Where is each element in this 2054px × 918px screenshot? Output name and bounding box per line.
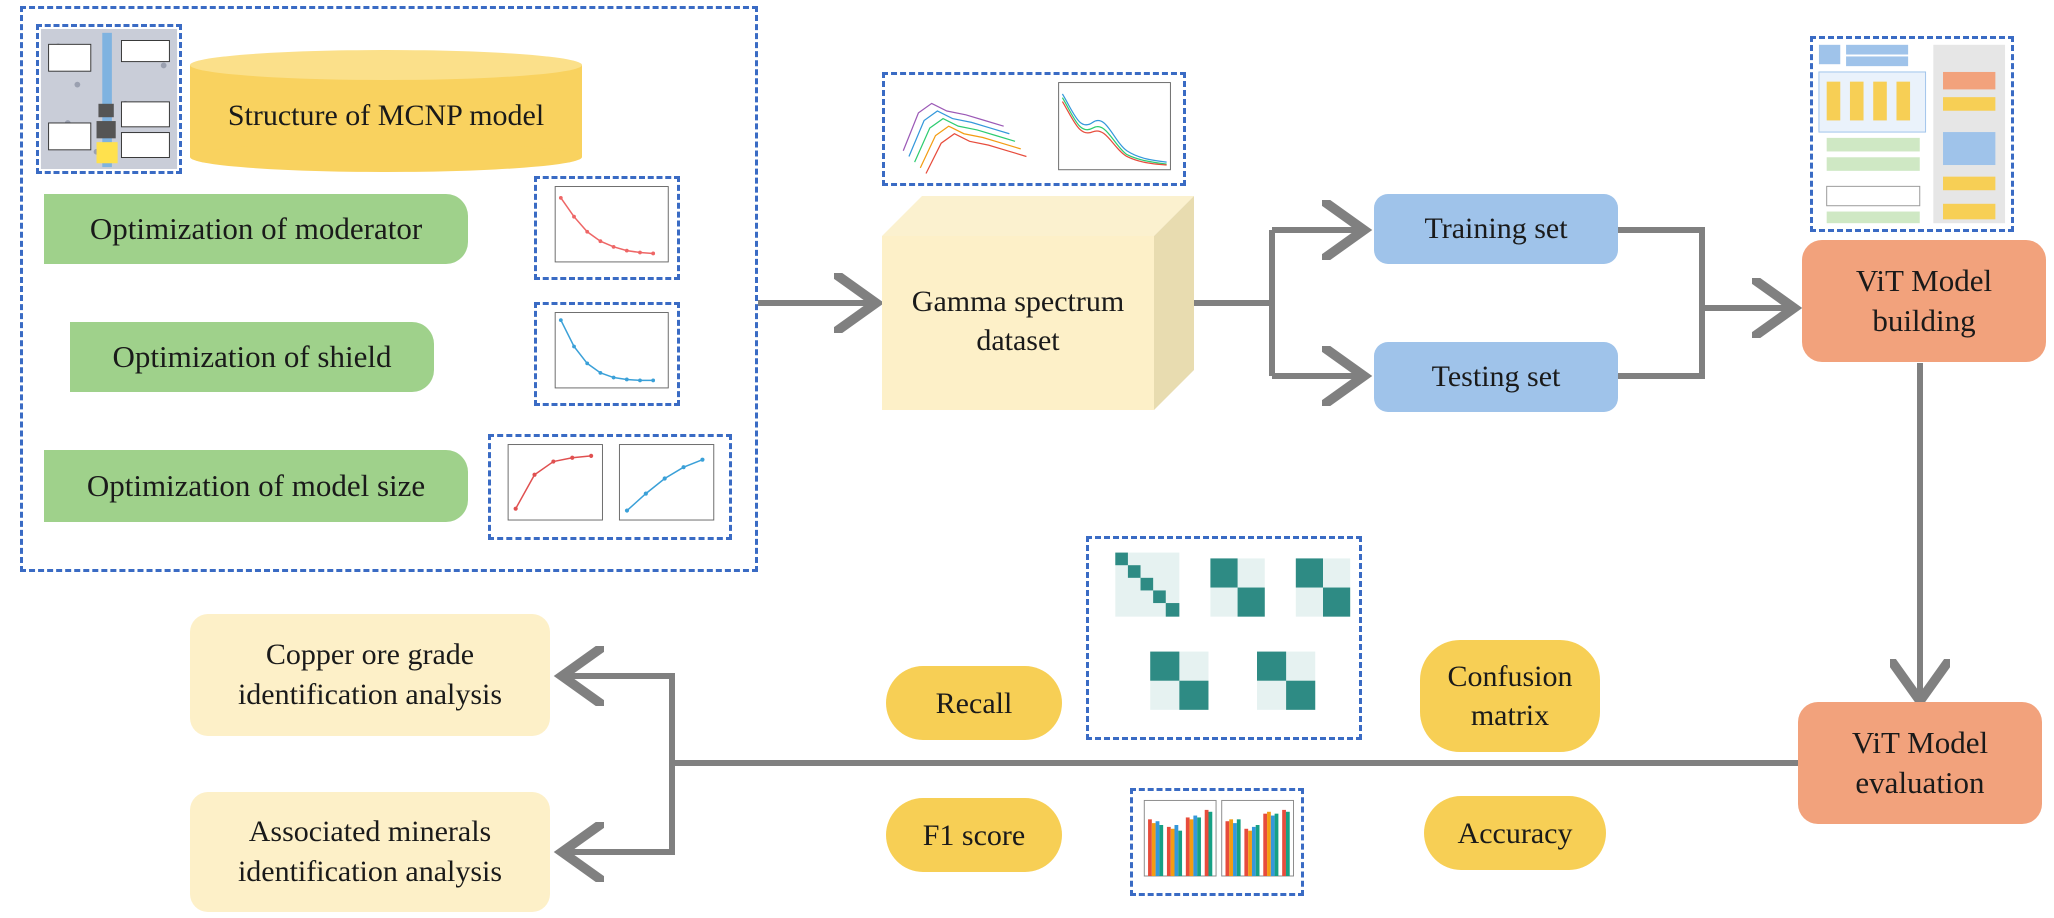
arrow-split-merge (1617, 227, 1788, 379)
confusion-matrix-pill: Confusion matrix (1420, 640, 1600, 752)
gamma-dataset-box (882, 196, 1194, 410)
step-shield: Optimization of shield (70, 322, 434, 392)
arrow-dataset-split (1190, 230, 1275, 376)
mcnp-structure-cylinder (190, 50, 582, 172)
associated-minerals-analysis-label: Associated minerals identification analy… (237, 814, 503, 889)
training-set-box: Training set (1374, 194, 1618, 264)
recall-label: Recall (935, 686, 1013, 720)
vit-architecture-thumbnail (1810, 36, 2014, 232)
copper-grade-analysis-box: Copper ore grade identification analysis (190, 614, 550, 736)
training-set-label: Training set (1424, 212, 1568, 245)
vit-evaluation-label: ViT Model evaluation (1851, 724, 1989, 800)
gamma-spectrum-thumbnail (882, 72, 1186, 186)
vit-evaluation-box: ViT Model evaluation (1798, 702, 2042, 824)
confusion-matrix-thumbnail (1086, 536, 1362, 740)
vit-building-box: ViT Model building (1802, 240, 2046, 362)
mcnp-structure-label: Structure of MCNP model (227, 99, 545, 132)
gamma-dataset-label: Gamma spectrum dataset (911, 285, 1125, 357)
step-moderator: Optimization of moderator (44, 194, 468, 264)
testing-set-box: Testing set (1374, 342, 1618, 412)
step-model-size-label: Optimization of model size (86, 468, 426, 503)
arrow-eval-return (568, 676, 1798, 766)
f1-score-label: F1 score (922, 818, 1026, 852)
f1-score-pill: F1 score (886, 798, 1062, 872)
arrow-eval-return-2 (568, 763, 675, 852)
copper-grade-analysis-label: Copper ore grade identification analysis (237, 637, 503, 712)
shield-chart-thumbnail (534, 302, 680, 406)
accuracy-pill: Accuracy (1424, 796, 1606, 870)
accuracy-label: Accuracy (1457, 816, 1573, 850)
step-shield-label: Optimization of shield (112, 339, 392, 374)
recall-pill: Recall (886, 666, 1062, 740)
testing-set-label: Testing set (1431, 360, 1561, 393)
confusion-matrix-label: Confusion matrix (1447, 660, 1573, 732)
vit-building-label: ViT Model building (1855, 262, 1993, 338)
step-model-size: Optimization of model size (44, 450, 468, 522)
model-size-chart-thumbnail (488, 434, 732, 540)
step-moderator-label: Optimization of moderator (89, 211, 423, 246)
associated-minerals-analysis-box: Associated minerals identification analy… (190, 792, 550, 912)
mcnp-structure-image (36, 24, 182, 174)
metrics-bar-thumbnail (1130, 788, 1304, 896)
moderator-chart-thumbnail (534, 176, 680, 280)
